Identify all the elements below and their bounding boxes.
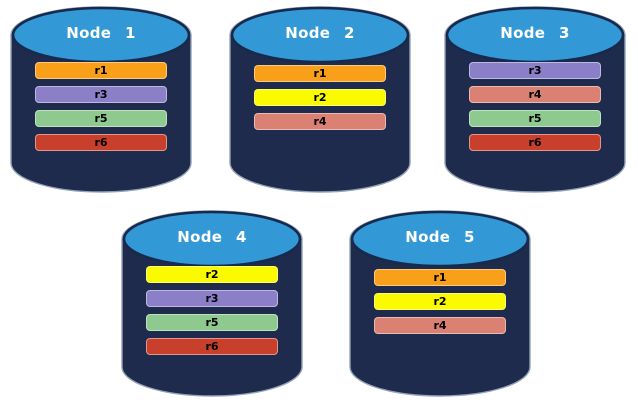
replica-bar-r5: r5: [35, 110, 167, 127]
node-title: Node 1: [66, 24, 136, 42]
replica-bar-r1: r1: [35, 62, 167, 79]
replica-list: r1 r3 r5 r6: [8, 62, 194, 158]
replica-bar-r5: r5: [469, 110, 601, 127]
replica-list: r1 r2 r4: [227, 65, 413, 137]
replica-bar-r1: r1: [254, 65, 386, 82]
replica-bar-r3: r3: [469, 62, 601, 79]
node-1: Node 1 r1 r3 r5 r6: [8, 5, 194, 195]
node-title: Node 4: [177, 228, 247, 246]
replica-bar-r2: r2: [146, 266, 278, 283]
replica-bar-r5: r5: [146, 314, 278, 331]
replica-bar-r4: r4: [469, 86, 601, 103]
replica-bar-r2: r2: [374, 293, 506, 310]
node-5: Node 5 r1 r2 r4: [347, 209, 533, 399]
cylinder-lid: [350, 210, 530, 268]
replica-bar-r3: r3: [35, 86, 167, 103]
replica-bar-r4: r4: [374, 317, 506, 334]
replica-bar-r6: r6: [146, 338, 278, 355]
node-title: Node 3: [500, 24, 570, 42]
node-title: Node 5: [405, 228, 475, 246]
node-2: Node 2 r1 r2 r4: [227, 5, 413, 195]
replica-list: r2 r3 r5 r6: [119, 266, 305, 362]
replica-list: r1 r2 r4: [347, 269, 533, 341]
replica-bar-r1: r1: [374, 269, 506, 286]
replica-bar-r6: r6: [35, 134, 167, 151]
node-4: Node 4 r2 r3 r5 r6: [119, 209, 305, 399]
replica-bar-r3: r3: [146, 290, 278, 307]
node-3: Node 3 r3 r4 r5 r6: [442, 5, 628, 195]
replica-list: r3 r4 r5 r6: [442, 62, 628, 158]
replica-bar-r4: r4: [254, 113, 386, 130]
cylinder-lid: [230, 6, 410, 64]
node-title: Node 2: [285, 24, 355, 42]
replica-bar-r2: r2: [254, 89, 386, 106]
replica-bar-r6: r6: [469, 134, 601, 151]
